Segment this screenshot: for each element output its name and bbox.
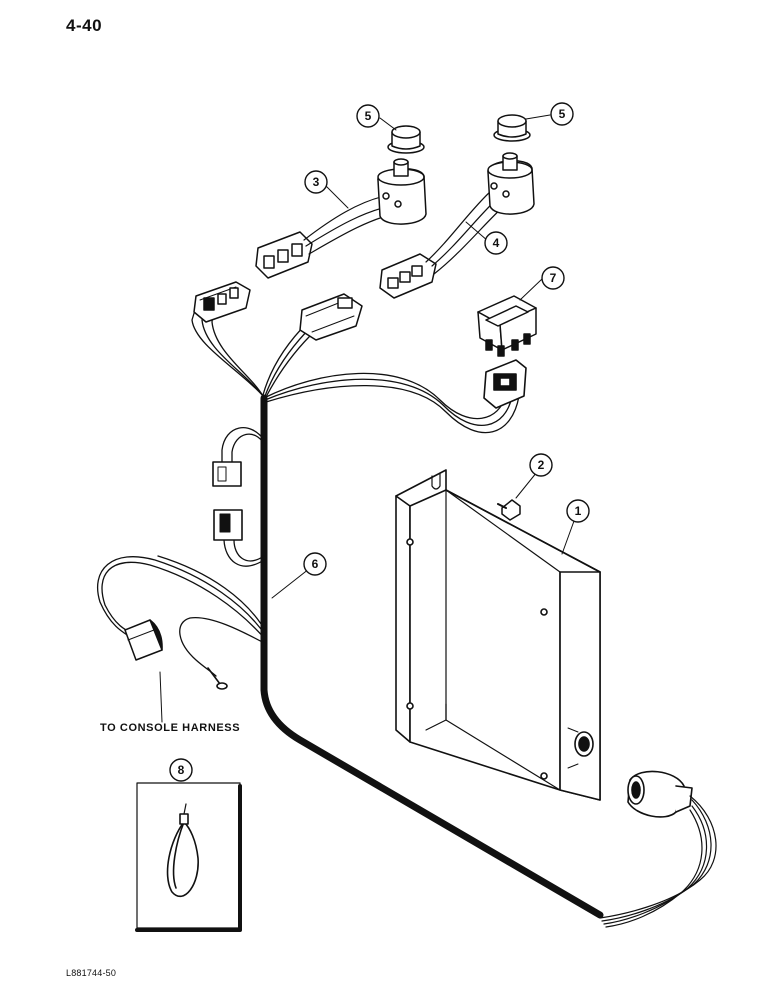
callout-circles xyxy=(169,102,590,782)
side-connector-upper xyxy=(212,461,242,487)
callout-7: 7 xyxy=(550,271,557,285)
screw-2 xyxy=(497,499,521,521)
callout-3: 3 xyxy=(313,175,320,189)
strap-inset-frame xyxy=(136,782,241,929)
branch-wires-right-connector xyxy=(263,372,520,434)
console-label-leader xyxy=(159,671,163,723)
console-harness-connector xyxy=(124,619,163,661)
ring-terminal xyxy=(207,667,228,690)
branch-wires-left-connector xyxy=(191,299,264,397)
rocker-switch-7 xyxy=(477,295,537,357)
to-console-harness-label: TO CONSOLE HARNESS xyxy=(100,722,241,734)
knob-right xyxy=(493,114,531,142)
cable-strap-8 xyxy=(166,803,199,898)
callout-6: 6 xyxy=(312,557,319,571)
console-harness-wires xyxy=(97,555,267,677)
callout-1: 1 xyxy=(575,504,582,518)
callout-5-right: 5 xyxy=(559,107,566,121)
knob-left xyxy=(387,125,425,154)
main-harness-trunk xyxy=(260,394,604,919)
control-module-1 xyxy=(395,469,601,801)
callout-8: 8 xyxy=(178,763,185,777)
branch-wires-side-loops xyxy=(221,427,265,567)
top-left-mating-connector xyxy=(193,281,251,323)
round-connector xyxy=(627,770,693,818)
page-number: 4-40 xyxy=(66,16,103,35)
top-middle-mating-connector xyxy=(299,293,363,341)
switch-harness-3 xyxy=(255,158,427,279)
reference-code: L881744-50 xyxy=(66,968,117,978)
callout-2: 2 xyxy=(538,458,545,472)
callout-5-left: 5 xyxy=(365,109,372,123)
round-connector-wires xyxy=(599,795,717,928)
switch-harness-4 xyxy=(379,152,535,299)
rocker-harness-connector xyxy=(483,359,527,409)
callout-4: 4 xyxy=(493,236,500,250)
